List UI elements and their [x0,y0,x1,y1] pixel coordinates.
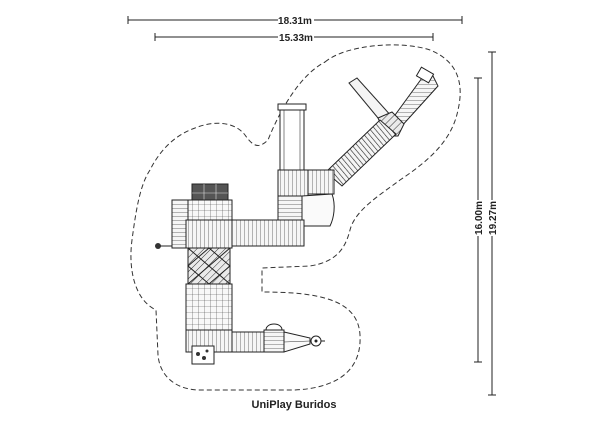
diagonal-slide [348,66,439,137]
overall-width-label: 18.31m [278,16,312,27]
safety-zone-outline [130,44,461,391]
equipment-depth-label: 16.00m [474,201,485,235]
dimension-equipment-depth: 16.00m [472,77,485,363]
straight-slide [277,103,307,171]
play-structure [155,66,439,365]
bottom-bridge [231,323,325,353]
deck-center [277,169,335,227]
roof-square [187,247,231,285]
left-tower [155,183,233,249]
bottom-left-panels [185,329,233,365]
equipment-width-label: 15.33m [279,33,313,44]
model-caption: UniPlay Buridos [252,399,337,411]
dimension-equipment-width: 15.33m [154,31,434,44]
dimension-overall-depth: 19.27m [486,51,499,396]
overall-depth-label: 19.27m [488,201,499,235]
dimension-overall-width: 18.31m [127,14,463,27]
diagonal-bridge [325,119,397,187]
lower-grid-deck [185,283,233,331]
horizontal-bridge [229,219,305,247]
